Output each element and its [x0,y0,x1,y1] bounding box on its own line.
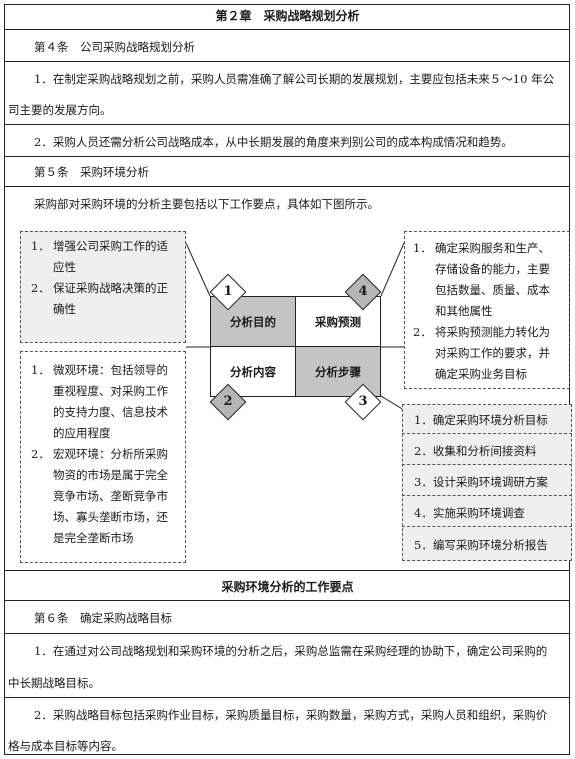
list-item: 3．设计采购环境调研方案 [402,468,572,496]
list-item: 5．编写采购环境分析报告 [414,538,548,552]
list-item: 2．将采购预测能力转化为对采购工作的要求，并确定采购业务目标 [413,325,550,381]
article-6-paragraph-1-line-2: 中长期战略目标。 [8,676,100,690]
list-item: 1．增强公司采购工作的适应性 [31,239,168,274]
divider [4,570,570,571]
diamond-number: 2 [223,394,233,409]
divider [4,61,570,62]
article-6-paragraph-2-line-1: 2．采购战略目标包括采购作业目标，采购质量目标，采购数量，采购方式，采购人员和组… [34,708,548,722]
chapter-title: 第２章 采购战略规划分析 [215,9,360,23]
divider [4,697,570,698]
list-item: 2．保证采购战略决策的正确性 [31,281,168,316]
article-4-heading: 第４条 公司采购战略规划分析 [34,40,195,54]
divider [4,124,570,125]
diamond-number: 4 [358,284,368,299]
article-6-paragraph-2-line-2: 格与成本目标等内容。 [8,739,123,753]
list-item: 1．微观环境：包括领导的重视程度、对采购工作的支持力度、信息技术的应用程度 [31,363,168,440]
list-item: 4．实施采购环境调查 [402,499,572,527]
list-item: 2．收集和分析间接资料 [402,437,572,465]
diamond-number: 3 [358,394,368,409]
analysis-steps-box [402,404,572,561]
analysis-content-box: 1．微观环境：包括领导的重视程度、对采购工作的支持力度、信息技术的应用程度 2．… [20,351,186,563]
diagram-caption: 采购环境分析的工作要点 [221,580,354,594]
divider [4,600,570,601]
list-item: 2．宏观环境：分析所采购物资的市场是属于完全竞争市场、垄断竞争市场、寡头垄断市场… [31,447,168,545]
diamond-number: 1 [223,284,233,299]
article-6-paragraph-1-line-1: 1．在通过对公司战略规划和采购环境的分析之后，采购总监需在采购经理的协助下，确定… [34,644,548,658]
analysis-purpose-box: 1．增强公司采购工作的适应性 2．保证采购战略决策的正确性 [20,231,186,343]
article-4-paragraph-2: 2．采购人员还需分析公司战略成本，从中长期发展的角度来判别公司的成本构成情况和趋… [34,135,513,149]
article-4-paragraph-1-line-2: 司主要的发展方向。 [8,103,112,117]
article-5-intro: 采购部对采购环境的分析主要包括以下工作要点，具体如下图所示。 [34,197,379,211]
list-item: 1．确定采购环境分析目标 [402,406,572,434]
procurement-forecast-box: 1．确定采购服务和生产、存储设备的能力，主要包括数量、质量、成本和其他属性 2．… [404,231,570,389]
divider [4,156,570,157]
article-6-heading: 第６条 确定采购战略目标 [34,611,172,625]
article-5-heading: 第５条 采购环境分析 [34,165,149,179]
article-4-paragraph-1-line-1: 1．在制定采购战略规划之前，采购人员需准确了解公司长期的发展规划，主要应包括未来… [34,72,555,86]
divider [4,186,570,187]
list-item: 1．确定采购服务和生产、存储设备的能力，主要包括数量、质量、成本和其他属性 [413,241,550,318]
divider [4,633,570,634]
divider [4,29,570,30]
